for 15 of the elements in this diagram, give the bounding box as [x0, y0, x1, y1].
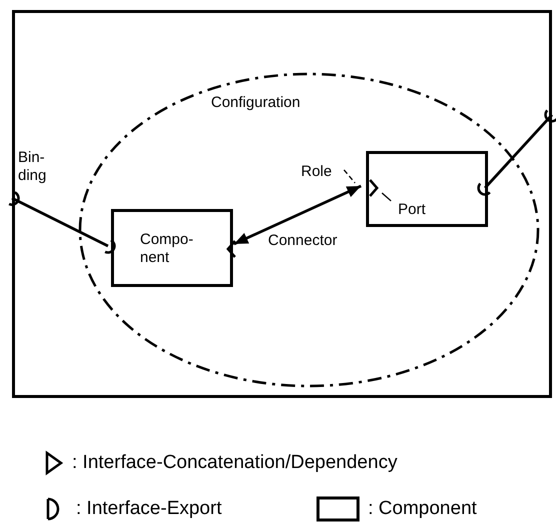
legend-label: : Interface-Concatenation/Dependency [72, 451, 398, 475]
role-label: Role [301, 163, 343, 181]
leader-line [344, 169, 356, 184]
port-label: Port [398, 201, 438, 219]
legend-label: : Interface-Export [76, 497, 222, 521]
connector [8, 191, 116, 254]
connector [233, 184, 362, 246]
component-label: Compo- nent [140, 231, 194, 267]
component-frame [12, 10, 552, 398]
leader-line [382, 192, 392, 202]
connector [477, 109, 556, 196]
component-box [366, 151, 488, 227]
configuration-label: Configuration [211, 94, 302, 112]
component-box [111, 209, 233, 287]
legend-label: : Component [368, 497, 477, 521]
